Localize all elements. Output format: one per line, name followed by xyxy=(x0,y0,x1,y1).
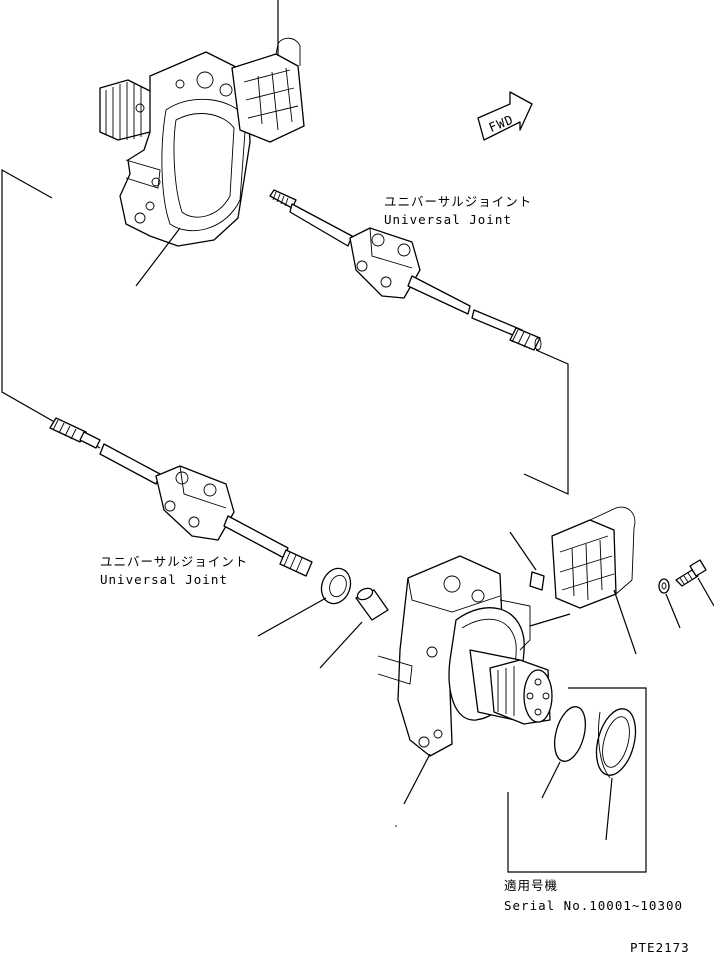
upper-universal-joint xyxy=(269,189,542,351)
uj-upper-jp-label: ユニバーサルジョイント xyxy=(384,194,532,209)
leader-line xyxy=(257,597,327,637)
fwd-arrow-icon: FWD xyxy=(477,91,533,141)
uj-lower-jp-label: ユニバーサルジョイント xyxy=(100,554,248,569)
serial-parts-box xyxy=(507,687,647,873)
leader-line xyxy=(541,761,561,799)
lower-kingpin-bracket xyxy=(551,506,636,609)
leader-line xyxy=(509,531,537,571)
stray-dot xyxy=(395,825,397,827)
lower-knuckle-housing xyxy=(377,555,553,757)
leader-line xyxy=(613,589,637,655)
leader-line xyxy=(605,777,613,841)
upper-kingpin-bracket xyxy=(231,37,305,143)
lower-universal-joint xyxy=(49,417,313,577)
bushing xyxy=(355,587,389,621)
o-ring xyxy=(554,706,586,762)
upper-knuckle-housing xyxy=(99,51,251,247)
oil-seal xyxy=(320,567,352,605)
leader-line xyxy=(319,621,363,669)
dowel-pin xyxy=(529,571,545,591)
serial-en-label: Serial No.10001~10300 xyxy=(504,898,683,913)
serial-jp-label: 適用号機 xyxy=(504,878,558,893)
lock-washer xyxy=(658,578,670,594)
leader-line xyxy=(135,227,181,287)
leader-line-left xyxy=(1,168,101,449)
uj-upper-en-label: Universal Joint xyxy=(384,212,512,227)
drawing-number: PTE2173 xyxy=(630,940,690,955)
leader-line xyxy=(403,753,431,805)
dust-seal xyxy=(595,708,637,776)
leader-line xyxy=(697,577,714,607)
leader-line xyxy=(665,593,681,629)
leader-line xyxy=(529,613,571,627)
leader-line-right xyxy=(523,349,569,495)
mounting-bolt xyxy=(675,559,707,587)
uj-lower-en-label: Universal Joint xyxy=(100,572,228,587)
